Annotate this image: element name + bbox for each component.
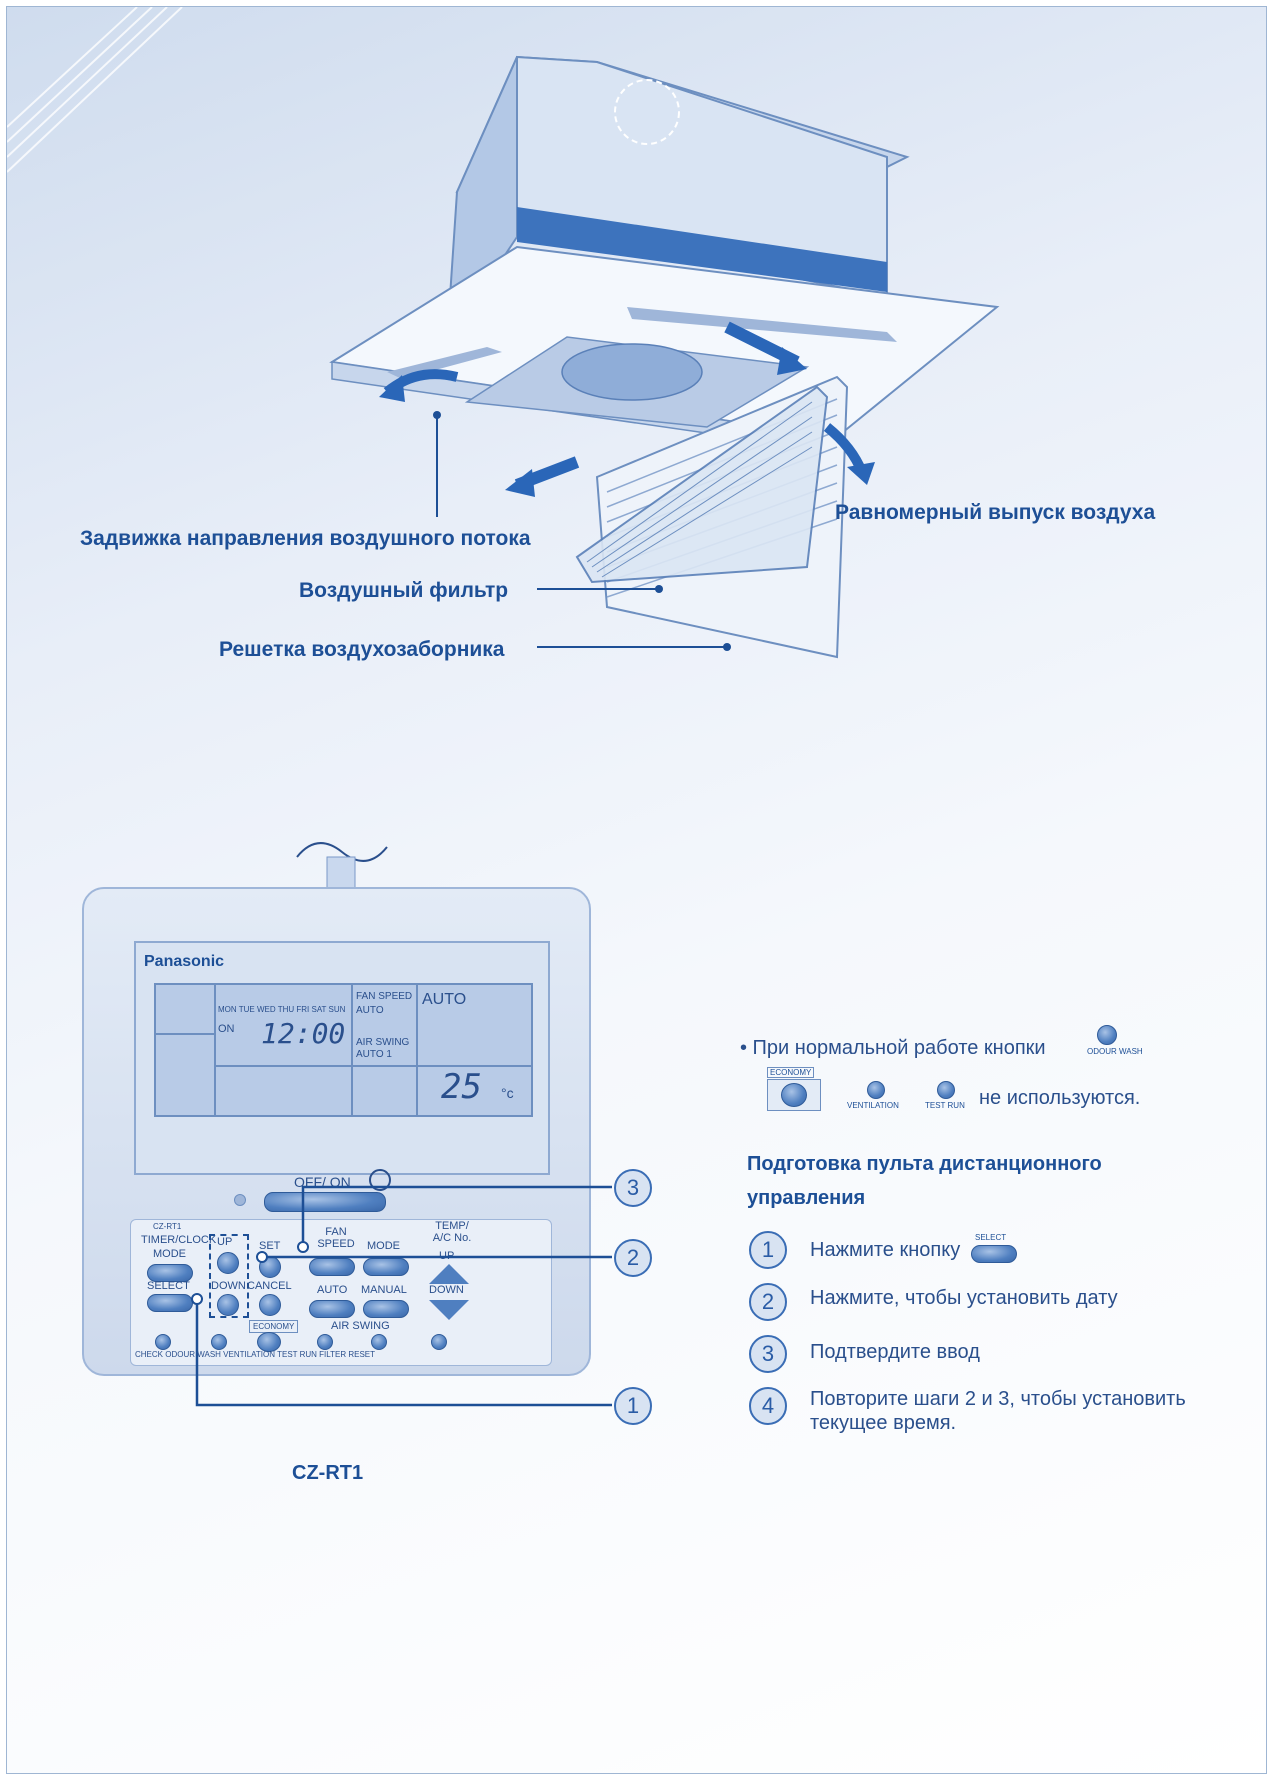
callout-1: 1 <box>614 1387 652 1425</box>
air-swing-group-label: AIR SWING <box>331 1320 390 1332</box>
economy-icon <box>781 1083 807 1107</box>
select-button[interactable] <box>147 1294 193 1312</box>
auto-button[interactable] <box>309 1300 355 1318</box>
temp-down-label: DOWN <box>429 1284 464 1296</box>
odour-wash-icon <box>1097 1025 1117 1045</box>
fan-speed-button[interactable] <box>309 1258 355 1276</box>
off-on-button[interactable] <box>264 1192 386 1212</box>
note-suffix: не используются. <box>979 1087 1141 1109</box>
button-panel: CZ-RT1 TIMER/CLOCK MODE UP DOWN SET CANC… <box>130 1219 552 1366</box>
manual-button[interactable] <box>363 1300 409 1318</box>
fan-speed-label: FAN SPEED <box>317 1226 355 1250</box>
lcd-frame: Panasonic MON TUE WED THU FRI SAT SUN ON… <box>134 941 550 1175</box>
mode-label: MODE <box>367 1240 400 1252</box>
filter-reset-button[interactable] <box>431 1334 447 1350</box>
economy-button[interactable] <box>257 1332 281 1352</box>
page-frame: Задвижка направления воздушного потока Р… <box>6 6 1267 1774</box>
up-down-dashed-box <box>209 1234 249 1318</box>
down-button[interactable] <box>217 1294 239 1316</box>
set-label: SET <box>259 1240 281 1252</box>
step-3-text: Подтвердите ввод <box>810 1341 980 1363</box>
up-label: UP <box>217 1236 233 1248</box>
odour-wash-button[interactable] <box>211 1334 227 1350</box>
check-button[interactable] <box>155 1334 171 1350</box>
step-2-text: Нажмите, чтобы установить дату <box>810 1287 1118 1309</box>
up-button[interactable] <box>217 1252 239 1274</box>
temp-label: TEMP/ A/C No. <box>432 1220 472 1244</box>
note-odour-wash: ODOUR WASH <box>1087 1047 1143 1056</box>
timer-clock-label: TIMER/CLOCK <box>141 1234 217 1246</box>
temp-up-button[interactable] <box>429 1264 469 1284</box>
model-caption: CZ-RT1 <box>292 1462 364 1484</box>
temp-down-button[interactable] <box>429 1300 469 1320</box>
ventilation-button[interactable] <box>317 1334 333 1350</box>
note-prefix: • При нормальной работе кнопки <box>740 1037 1046 1059</box>
step-4-number: 4 <box>749 1387 787 1425</box>
step-1-text: Нажмите кнопку <box>810 1239 961 1261</box>
lcd-fan-speed-label: FAN SPEED <box>356 991 413 1002</box>
lcd-on: ON <box>218 1023 235 1035</box>
step-1-number: 1 <box>749 1231 787 1269</box>
timer-mode-button[interactable] <box>147 1264 193 1282</box>
lcd-screen: MON TUE WED THU FRI SAT SUN ON 12:00 FAN… <box>154 983 533 1117</box>
cancel-label: CANCEL <box>247 1280 292 1292</box>
lcd-air-swing-value: AUTO 1 <box>356 1049 392 1060</box>
note-ventilation: VENTILATION <box>847 1101 899 1110</box>
step-3-number: 3 <box>749 1335 787 1373</box>
lcd-temperature: 25 <box>441 1067 482 1107</box>
step-2-number: 2 <box>749 1283 787 1321</box>
note-test-run: TEST RUN <box>925 1101 965 1110</box>
select-label: SELECT <box>147 1280 190 1292</box>
instructions-heading: Подготовка пульта дистанционного управле… <box>747 1153 1102 1209</box>
bottom-button-labels: CHECK ODOUR WASH VENTILATION TEST RUN FI… <box>135 1350 376 1359</box>
ventilation-icon <box>867 1081 885 1099</box>
label-outlet: Равномерный выпуск воздуха <box>835 501 1156 524</box>
remote-controller: Panasonic MON TUE WED THU FRI SAT SUN ON… <box>82 887 591 1376</box>
callout-2: 2 <box>614 1239 652 1277</box>
test-run-icon <box>937 1081 955 1099</box>
down-label: DOWN <box>211 1280 246 1292</box>
callout-lines <box>191 1185 612 1407</box>
lcd-temp-unit: °c <box>501 1085 514 1101</box>
indicator-led <box>234 1194 246 1206</box>
step-1-select-icon <box>971 1245 1017 1263</box>
lcd-fan-speed-value: AUTO <box>356 1005 384 1016</box>
callout-3: 3 <box>614 1169 652 1207</box>
model-small-label: CZ-RT1 <box>153 1222 182 1231</box>
brand-logo: Panasonic <box>144 953 225 970</box>
mode-button[interactable] <box>363 1258 409 1276</box>
step-1-select-label: SELECT <box>975 1233 1007 1242</box>
manual-label: MANUAL <box>361 1284 407 1296</box>
label-louver: Задвижка направления воздушного потока <box>80 527 531 550</box>
cassette-unit-illustration <box>7 7 1000 659</box>
auto-label: AUTO <box>317 1284 348 1296</box>
lcd-time: 12:00 <box>261 1017 346 1050</box>
lcd-mode-value: AUTO <box>422 991 467 1008</box>
cancel-button[interactable] <box>259 1294 281 1316</box>
mode-left-label: MODE <box>153 1248 186 1260</box>
label-grille: Решетка воздухозаборника <box>219 638 505 661</box>
lcd-air-swing-label: AIR SWING <box>356 1037 410 1048</box>
test-run-button[interactable] <box>371 1334 387 1350</box>
note-economy: ECONOMY <box>767 1067 815 1078</box>
step-4-text: Повторите шаги 2 и 3, чтобы установить т… <box>810 1388 1186 1434</box>
label-filter: Воздушный фильтр <box>299 579 509 602</box>
lcd-days: MON TUE WED THU FRI SAT SUN <box>218 1005 346 1014</box>
power-icon <box>369 1169 391 1191</box>
